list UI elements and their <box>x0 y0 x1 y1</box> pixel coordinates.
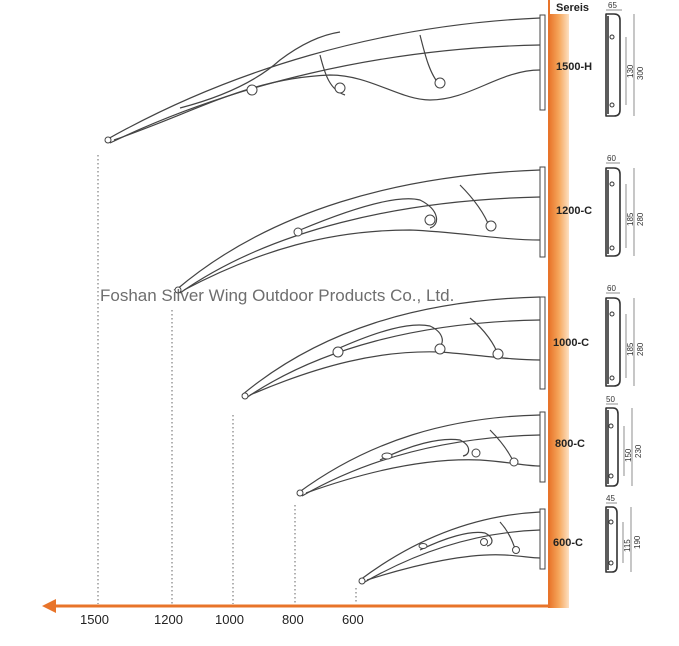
bracket-800-c <box>296 411 546 497</box>
bracket-1200-c <box>174 166 546 294</box>
tick-label-600: 600 <box>342 612 364 627</box>
dim-spacing-1000-c: 185 <box>626 342 635 356</box>
bracket-1000-c <box>241 296 546 400</box>
model-label-1500-h: 1500-H <box>556 61 592 73</box>
dim-spacing-800-c: 150 <box>624 448 633 462</box>
dim-width-1000-c: 60 <box>607 284 616 293</box>
length-axis-arrowhead <box>42 599 56 613</box>
dim-width-800-c: 50 <box>606 395 615 404</box>
series-heading: Sereis <box>556 2 589 14</box>
dim-spacing-1200-c: 185 <box>626 212 635 226</box>
wall <box>549 14 569 608</box>
dim-height-800-c: 230 <box>634 444 643 458</box>
wall-bracket-1200-c: 60 185 280 <box>605 154 645 257</box>
tick-label-800: 800 <box>282 612 304 627</box>
model-label-800-c: 800-C <box>555 438 585 450</box>
wall-bracket-1500-h: 65 130 300 <box>605 1 645 117</box>
model-label-1200-c: 1200-C <box>556 205 592 217</box>
wall-bracket-600-c: 45 115 190 <box>605 494 642 573</box>
dim-height-1500-h: 300 <box>636 66 645 80</box>
model-label-1000-c: 1000-C <box>553 337 589 349</box>
tick-label-1200: 1200 <box>154 612 183 627</box>
model-label-600-c: 600-C <box>553 537 583 549</box>
bracket-600-c <box>358 508 546 585</box>
dim-height-1200-c: 280 <box>636 212 645 226</box>
tick-label-1000: 1000 <box>215 612 244 627</box>
dim-spacing-600-c: 115 <box>623 539 632 552</box>
wall-bracket-1000-c: 60 185 280 <box>605 284 645 387</box>
company-watermark: Foshan Silver Wing Outdoor Products Co.,… <box>100 286 455 305</box>
dim-width-1500-h: 65 <box>608 1 617 10</box>
dim-width-1200-c: 60 <box>607 154 616 163</box>
dim-height-600-c: 190 <box>633 535 642 549</box>
dim-height-1000-c: 280 <box>636 342 645 356</box>
bracket-1500-h <box>104 14 546 144</box>
dim-width-600-c: 45 <box>606 494 615 503</box>
tick-label-1500: 1500 <box>80 612 109 627</box>
wall-bracket-800-c: 50 150 230 <box>605 395 643 487</box>
dim-spacing-1500-h: 130 <box>626 64 635 78</box>
